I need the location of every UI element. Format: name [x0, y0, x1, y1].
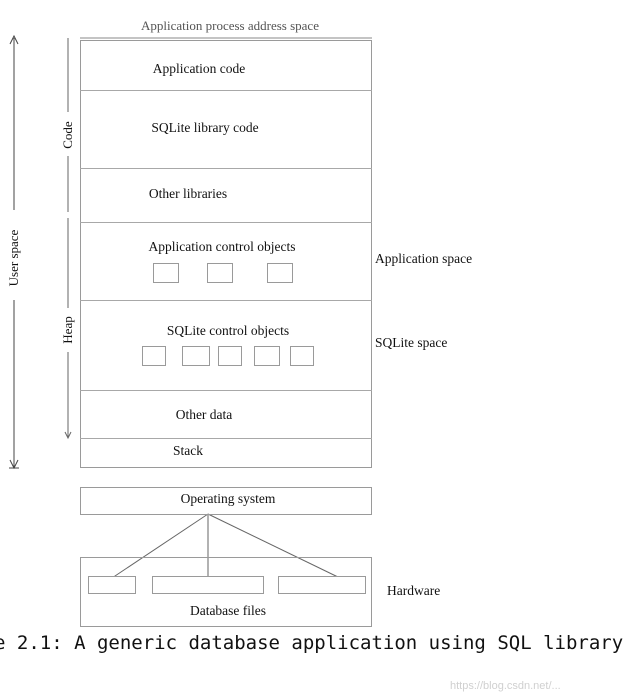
- figure-caption: e 2.1: A generic database application us…: [0, 632, 624, 654]
- application-space-label: Application space: [375, 251, 473, 266]
- database-file: [278, 576, 366, 594]
- application-code-label: Application code: [152, 61, 246, 76]
- code-label: Code: [60, 121, 75, 149]
- other-data-label: Other data: [175, 407, 233, 422]
- sqlite-space-label: SQLite space: [375, 335, 448, 350]
- sqlite-control-object: [182, 346, 210, 366]
- database-file: [88, 576, 136, 594]
- address-space-box: [80, 40, 372, 468]
- sqlite-control-objects-label: SQLite control objects: [166, 323, 290, 338]
- stack-label: Stack: [173, 443, 203, 458]
- address-space-header: Application process address space: [141, 18, 319, 33]
- hardware-box: [80, 557, 372, 627]
- other-libraries-label: Other libraries: [148, 186, 228, 201]
- application-control-objects-label: Application control objects: [148, 239, 296, 254]
- divider: [80, 438, 372, 439]
- sqlite-control-object: [218, 346, 242, 366]
- application-control-object: [153, 263, 179, 283]
- sqlite-control-object: [142, 346, 166, 366]
- divider: [80, 168, 372, 169]
- sqlite-library-code-label: SQLite library code: [151, 120, 259, 135]
- divider: [80, 390, 372, 391]
- database-files-label: Database files: [189, 603, 267, 618]
- sqlite-control-object: [290, 346, 314, 366]
- operating-system-box: [80, 487, 372, 515]
- user-space-label: User space: [6, 229, 21, 287]
- heap-label: Heap: [60, 316, 75, 344]
- divider: [80, 222, 372, 223]
- operating-system-label: Operating system: [180, 491, 276, 506]
- divider: [80, 90, 372, 91]
- database-file: [152, 576, 264, 594]
- application-control-object: [207, 263, 233, 283]
- application-control-object: [267, 263, 293, 283]
- hardware-label: Hardware: [387, 583, 441, 598]
- divider: [80, 300, 372, 301]
- watermark: https://blog.csdn.net/...: [450, 680, 561, 692]
- sqlite-control-object: [254, 346, 280, 366]
